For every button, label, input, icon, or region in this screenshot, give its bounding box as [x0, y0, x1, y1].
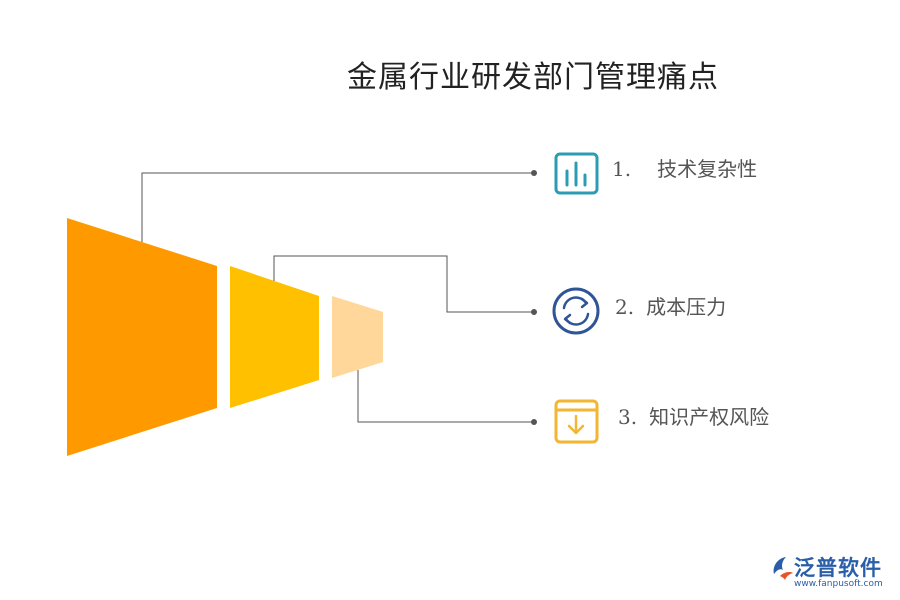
funnel-segment-medium: [230, 266, 319, 408]
connector-line-3: [357, 370, 534, 423]
list-item: 3. 知识产权风险: [618, 402, 769, 432]
item-number: 1.: [612, 157, 632, 181]
connector-dot-3: [531, 419, 537, 425]
item-number: 2.: [615, 295, 635, 319]
download-box-icon: [554, 399, 599, 444]
funnel-segment-large: [67, 218, 217, 456]
connector-dot-1: [531, 170, 537, 176]
refresh-icon: [552, 287, 600, 335]
logo-url: www.fanpusoft.com: [794, 579, 883, 589]
connector-line-1: [141, 172, 534, 242]
item-label: 成本压力: [646, 295, 727, 319]
connector-line-2: [273, 255, 534, 313]
list-item: 2. 成本压力: [615, 292, 726, 322]
funnel-segment-small: [332, 296, 383, 378]
item-label: 知识产权风险: [649, 405, 770, 429]
bar-chart-icon: [554, 152, 599, 195]
list-item: 1. 技术复杂性: [612, 154, 757, 184]
brand-logo: 泛普软件 www.fanpusoft.com: [770, 552, 895, 594]
fanpu-logo-icon: [773, 557, 793, 580]
item-number: 3.: [618, 405, 638, 429]
item-label: 技术复杂性: [657, 157, 758, 181]
logo-text: 泛普软件: [794, 556, 882, 580]
connector-dot-2: [531, 309, 537, 315]
page-title: 金属行业研发部门管理痛点: [347, 60, 719, 95]
